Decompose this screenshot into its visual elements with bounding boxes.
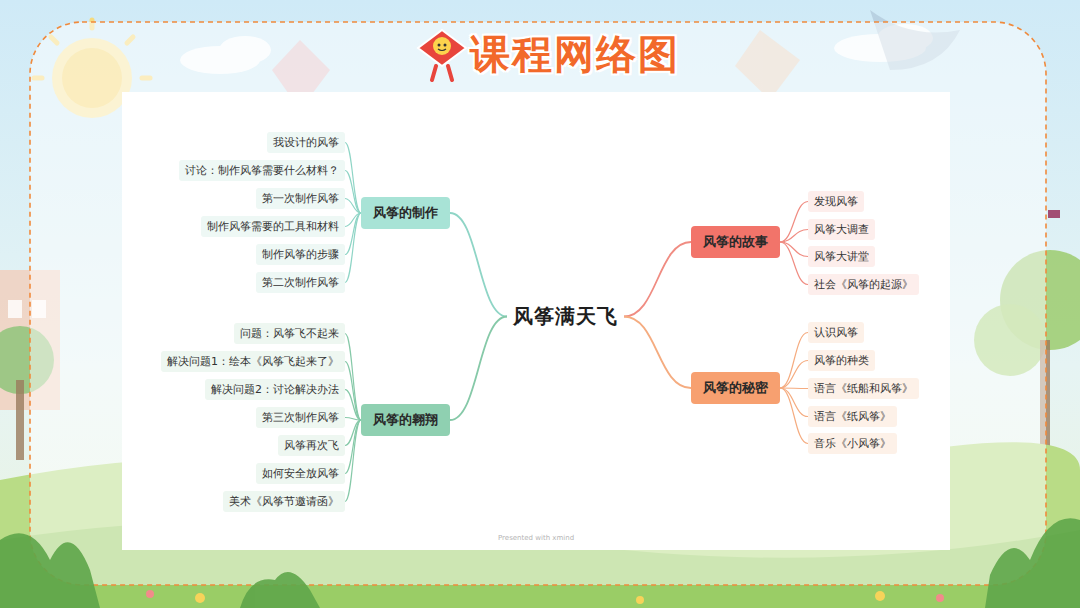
- branch-connector: [345, 334, 361, 421]
- subtopic-box: 社会《风筝的起源》: [808, 274, 919, 295]
- node-text: 风筝大调查: [814, 222, 869, 237]
- node-text: 风筝满天飞: [513, 303, 618, 330]
- node-text: 问题：风筝飞不起来: [240, 326, 339, 341]
- node-text: 风筝再次飞: [284, 438, 339, 453]
- main-topic: 风筝的制作: [361, 197, 450, 229]
- subtopic-box: 音乐《小风筝》: [808, 433, 897, 454]
- branch-connector: [450, 317, 507, 421]
- subtopic-box: 如何安全放风筝: [256, 463, 345, 484]
- subtopic-box: 问题：风筝飞不起来: [234, 323, 345, 344]
- node-text: 风筝的种类: [814, 353, 869, 368]
- branch-connector: [345, 418, 361, 421]
- node-text: 我设计的风筝: [273, 135, 339, 150]
- branch-connector: [780, 361, 808, 389]
- node-text: 制作风筝需要的工具和材料: [207, 219, 339, 234]
- subtopic-box: 风筝的种类: [808, 350, 875, 371]
- branch-connector: [624, 242, 691, 317]
- node-text: 发现风筝: [814, 194, 858, 209]
- branch-connector: [780, 388, 808, 417]
- watermark: Presented with xmind: [498, 534, 574, 542]
- subtopic-box: 解决问题2：讨论解决办法: [205, 379, 345, 400]
- central-topic: 风筝满天飞: [507, 299, 624, 334]
- branch-connector: [780, 230, 808, 243]
- branch-connector: [624, 317, 691, 389]
- branch-connector: [345, 362, 361, 421]
- node-text: 风筝大讲堂: [814, 249, 869, 264]
- node-text: 第一次制作风筝: [262, 191, 339, 206]
- subtopic-box: 解决问题1：绘本《风筝飞起来了》: [161, 351, 345, 372]
- subtopic-box: 第三次制作风筝: [256, 407, 345, 428]
- branch-connector: [780, 333, 808, 389]
- subtopic-box: 风筝大讲堂: [808, 246, 875, 267]
- branch-connector: [345, 213, 361, 283]
- node-text: 第二次制作风筝: [262, 275, 339, 290]
- subtopic-box: 制作风筝的步骤: [256, 244, 345, 265]
- node-text: 语言《纸风筝》: [814, 409, 891, 424]
- main-topic: 风筝的秘密: [691, 372, 780, 404]
- main-topic: 风筝的故事: [691, 226, 780, 258]
- subtopic-box: 语言《纸船和风筝》: [808, 378, 919, 399]
- node-text: 讨论：制作风筝需要什么材料？: [185, 163, 339, 178]
- subtopic-box: 第一次制作风筝: [256, 188, 345, 209]
- node-text: 风筝的故事: [703, 233, 768, 251]
- subtopic-box: 风筝再次飞: [278, 435, 345, 456]
- subtopic-box: 语言《纸风筝》: [808, 406, 897, 427]
- node-text: 风筝的翱翔: [373, 411, 438, 429]
- node-text: 音乐《小风筝》: [814, 436, 891, 451]
- node-text: 风筝的制作: [373, 204, 438, 222]
- node-text: 解决问题1：绘本《风筝飞起来了》: [167, 354, 339, 369]
- branch-connector: [345, 171, 361, 214]
- node-text: 如何安全放风筝: [262, 466, 339, 481]
- branch-connector: [780, 388, 808, 444]
- main-topic: 风筝的翱翔: [361, 404, 450, 436]
- branch-connector: [345, 420, 361, 502]
- kite-icon: [414, 26, 470, 82]
- node-text: 社会《风筝的起源》: [814, 277, 913, 292]
- node-text: 第三次制作风筝: [262, 410, 339, 425]
- node-text: 语言《纸船和风筝》: [814, 381, 913, 396]
- title-block: 课程网络图: [414, 26, 680, 82]
- node-text: 解决问题2：讨论解决办法: [211, 382, 339, 397]
- subtopic-box: 制作风筝需要的工具和材料: [201, 216, 345, 237]
- subtopic-box: 风筝大调查: [808, 219, 875, 240]
- node-text: 认识风筝: [814, 325, 858, 340]
- node-text: 制作风筝的步骤: [262, 247, 339, 262]
- subtopic-box: 发现风筝: [808, 191, 864, 212]
- branch-connector: [345, 390, 361, 421]
- subtopic-box: 美术《风筝节邀请函》: [223, 491, 345, 512]
- branch-connector: [780, 202, 808, 243]
- branch-connector: [450, 213, 507, 317]
- subtopic-box: 第二次制作风筝: [256, 272, 345, 293]
- branch-connector: [345, 143, 361, 214]
- subtopic-box: 讨论：制作风筝需要什么材料？: [179, 160, 345, 181]
- subtopic-box: 认识风筝: [808, 322, 864, 343]
- branch-connector: [780, 242, 808, 285]
- node-text: 风筝的秘密: [703, 379, 768, 397]
- subtopic-box: 我设计的风筝: [267, 132, 345, 153]
- node-text: 美术《风筝节邀请函》: [229, 494, 339, 509]
- title-text: 课程网络图: [470, 27, 680, 82]
- branch-connector: [345, 199, 361, 214]
